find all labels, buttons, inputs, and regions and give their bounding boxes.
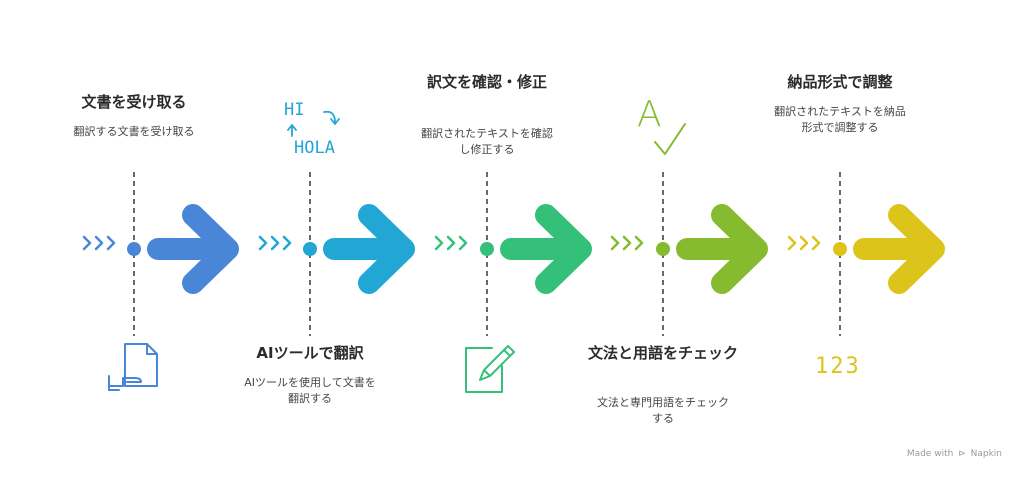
timeline-dot — [480, 242, 494, 256]
step-arrow — [147, 204, 239, 294]
step-5-title: 納品形式で調整 — [787, 73, 893, 91]
step-arrow — [323, 204, 415, 294]
chevrons-icon — [434, 235, 468, 251]
timeline-dot — [656, 242, 670, 256]
timeline-dot — [303, 242, 317, 256]
chevrons-icon — [258, 235, 292, 251]
timeline-dot — [127, 242, 141, 256]
icon-text-hola: HOLA — [294, 138, 335, 158]
edit-pen-icon — [460, 340, 518, 400]
translate-hi-hola-icon: HI HOLA — [280, 98, 350, 162]
chevrons-icon — [787, 235, 821, 251]
chevrons-icon — [610, 235, 644, 251]
step-arrow — [500, 204, 592, 294]
step-3-title: 訳文を確認・修正 — [426, 73, 547, 91]
step-3-flow — [434, 172, 592, 336]
step-1-description: 翻訳する文書を受け取る — [73, 125, 195, 138]
napkin-watermark: Made with ⊳ Napkin — [907, 449, 1002, 459]
step-2-description: AIツールを使用して文書を翻訳する — [244, 376, 376, 405]
step-3-description: 翻訳されたテキストを確認し修正する — [421, 127, 553, 156]
step-4-flow — [610, 172, 768, 336]
made-with-text: Made with — [906, 449, 954, 459]
brand-text: Napkin — [970, 449, 1002, 459]
step-1-flow — [82, 172, 239, 336]
chevrons-icon — [82, 235, 116, 251]
step-4-title: 文法と用語をチェック — [588, 344, 739, 362]
numbers-icon: 123 — [815, 354, 861, 379]
document-hand-icon — [105, 340, 165, 396]
timeline-dot — [833, 242, 847, 256]
step-arrow — [676, 204, 768, 294]
spell-check-icon: A — [635, 94, 695, 160]
icon-text-hi: HI — [284, 100, 305, 120]
step-2-flow — [258, 172, 415, 336]
step-arrow — [853, 204, 945, 294]
step-5-flow — [787, 172, 945, 336]
step-4-description: 文法と専門用語をチェックする — [597, 396, 729, 425]
step-2-title: AIツールで翻訳 — [256, 344, 364, 362]
icon-text-a: A — [637, 94, 662, 135]
napkin-logo-icon: ⊳ — [958, 449, 966, 459]
step-1-title: 文書を受け取る — [81, 93, 187, 111]
step-5-description: 翻訳されたテキストを納品形式で調整する — [774, 105, 906, 134]
